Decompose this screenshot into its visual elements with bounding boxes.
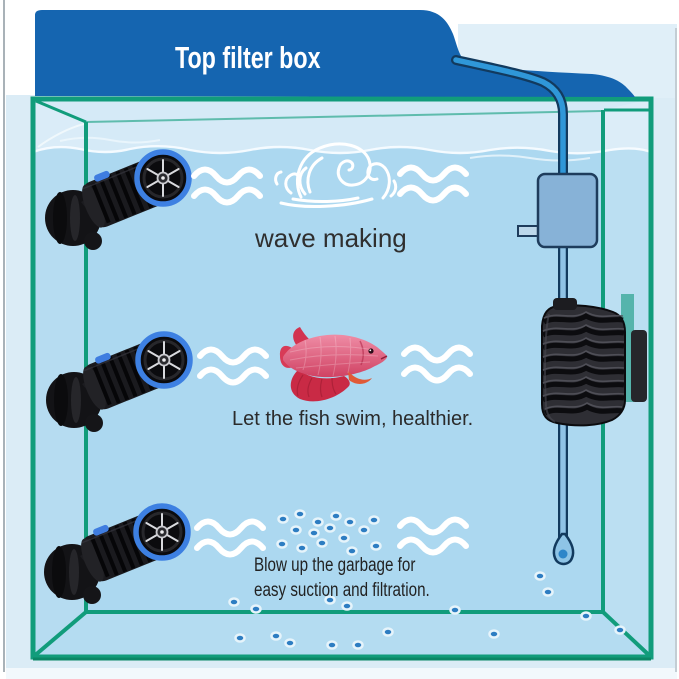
garbage-caption-line2: easy suction and filtration. (254, 580, 430, 601)
cable-end-plug (552, 532, 575, 566)
wave-making-caption: wave making (255, 223, 407, 253)
filter-box-label: Top filter box (175, 40, 321, 75)
controller-box (517, 172, 599, 249)
swirl-wave-icon (274, 142, 398, 208)
fish-icon (279, 327, 388, 402)
garbage-dots (228, 509, 626, 650)
filter-box (35, 10, 635, 97)
power-cable (451, 55, 575, 566)
fish-caption: Let the fish swim, healthier. (232, 408, 474, 430)
garbage-caption-line1: Blow up the garbage for (254, 555, 416, 576)
right-pump (541, 294, 647, 427)
